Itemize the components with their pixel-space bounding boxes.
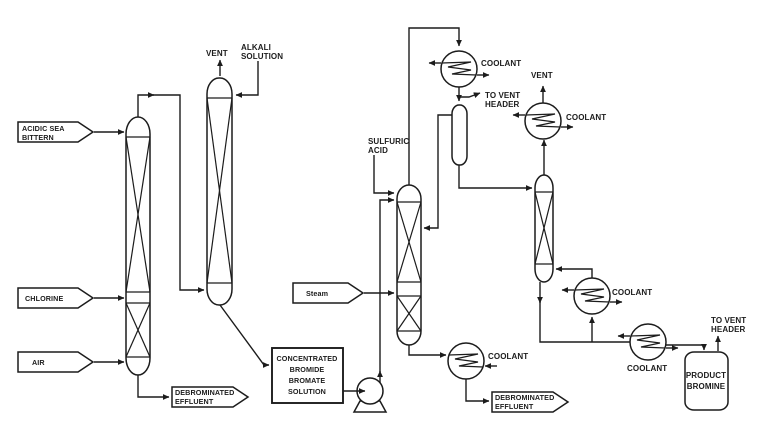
pipe-stripper-overhead-b [153,94,205,293]
stripper-column [125,116,151,376]
pipe-reactor-overhead [408,27,462,185]
acidic-sea-bittern-text-1: ACIDIC SEA [22,124,65,133]
sulfuric-acid-label-1: SULFURIC [368,137,409,146]
coolant-label-5: COOLANT [488,352,528,361]
pipe-drum-liquid-feed [458,165,533,191]
pipe-rectifier-bottoms-b [539,300,630,343]
concentrated-solution-text-4: SOLUTION [288,387,326,396]
knockout-drum [451,104,468,166]
acidic-sea-bittern-text-2: BITTERN [22,133,54,142]
debrominated-effluent-2-text-1: DEBROMINATED [495,393,554,402]
coolant-label-2: COOLANT [566,113,606,122]
to-vent-header-label-2b: HEADER [711,325,746,334]
vent-condenser [512,102,574,140]
concentrated-solution-box: CONCENTRATED BROMIDE BROMATE SOLUTION [271,347,344,404]
absorber-vent-label: VENT [206,49,228,58]
feed-pump [352,377,388,413]
pipe-alkali-feed [235,61,259,98]
reactor-column [396,184,422,346]
to-vent-header-label-2a: TO VENT [711,316,746,325]
concentrated-solution-text-3: BROMATE [289,376,326,385]
steam-text: Steam [306,289,328,298]
pipe-stripper-overhead-a [137,92,155,117]
debrominated-effluent-1-text-2: EFFLUENT [175,397,214,406]
circulating-cooler [561,277,623,315]
rectifier-column [534,174,554,283]
absorber-column [206,77,233,306]
stream-label-steam: Steam [292,282,365,304]
product-bromine-tank: PRODUCT BROMINE [684,351,729,411]
product-cooler [617,323,679,361]
process-piping [94,27,721,404]
pipe-absorber-bottoms [219,304,270,368]
overhead-condenser [428,50,490,88]
to-vent-header-label-1a: TO VENT [485,91,520,100]
concentrated-solution-text-1: CONCENTRATED [277,354,338,363]
product-bromine-label-2: BROMINE [687,382,726,391]
sulfuric-acid-label-2: ACID [368,146,388,155]
pipe-pump-riser-b [379,197,395,372]
pipe-drum-reflux [423,114,452,231]
condenser-vent-label: VENT [531,71,553,80]
air-text: AIR [32,358,45,367]
pipe-circulation-return [555,266,593,278]
stream-label-chlorine: CHLORINE [17,287,95,309]
stream-label-acidic-sea-bittern: ACIDIC SEA BITTERN [17,121,95,143]
alkali-solution-label-1: ALKALI [241,43,271,52]
coolant-label-1: COOLANT [481,59,521,68]
coolant-label-4: COOLANT [627,364,667,373]
debrominated-effluent-2-text-2: EFFLUENT [495,402,534,411]
pipe-cooler-to-effluent [465,379,490,404]
to-vent-header-label-1b: HEADER [485,100,520,109]
product-bromine-label-1: PRODUCT [686,371,726,380]
pipe-reactor-bottoms [408,345,447,358]
debrominated-effluent-1-text-1: DEBROMINATED [175,388,234,397]
effluent-cooler [447,342,497,380]
pipe-sulfuric-feed [373,155,395,196]
pipe-stripper-bottoms [137,375,170,400]
stream-label-air: AIR [17,351,95,373]
concentrated-solution-text-2: BROMIDE [290,365,325,374]
chlorine-text: CHLORINE [25,294,63,303]
alkali-solution-label-2: SOLUTION [241,52,283,61]
stream-label-debrominated-effluent-1: DEBROMINATED EFFLUENT [171,386,250,408]
pipe-vent-header-branch [459,92,481,98]
coolant-label-3: COOLANT [612,288,652,297]
stream-label-debrominated-effluent-2: DEBROMINATED EFFLUENT [491,391,570,413]
